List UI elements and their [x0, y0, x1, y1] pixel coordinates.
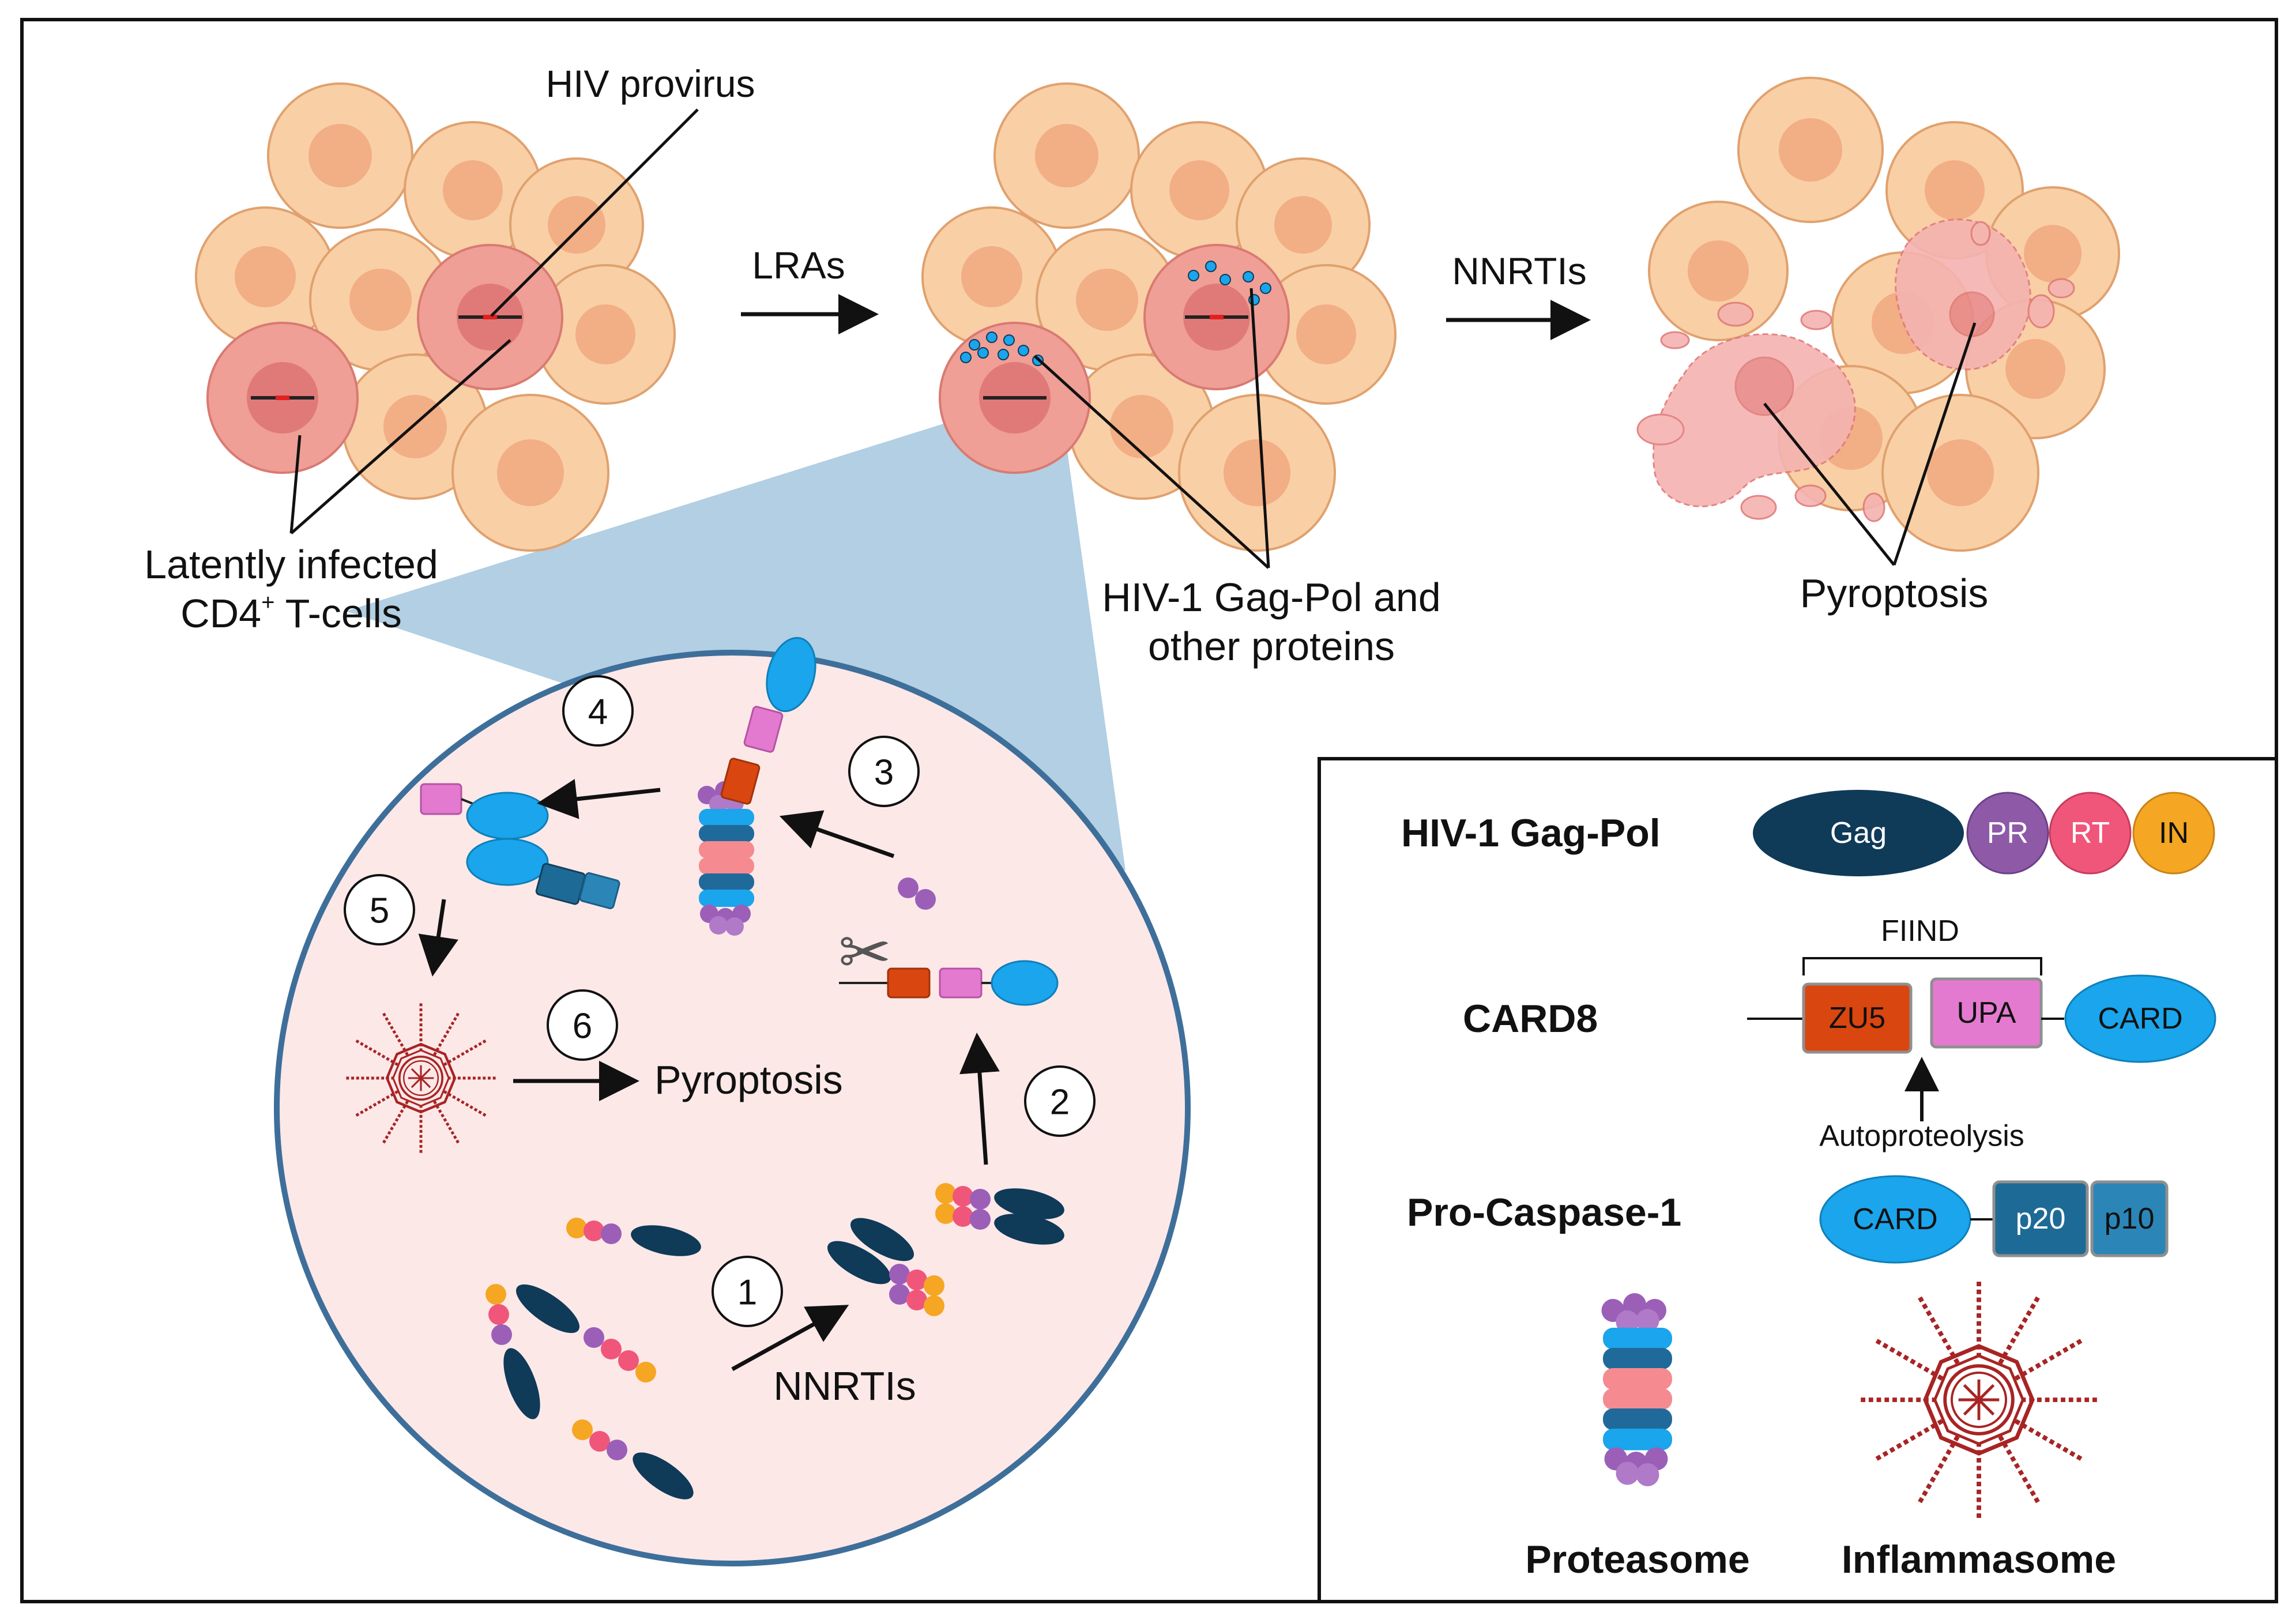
callout-lines-latent — [289, 108, 699, 534]
provirus-marks — [251, 315, 522, 400]
label-nnrtis-top: NNRTIs — [1452, 250, 1586, 292]
svg-text:4: 4 — [588, 692, 608, 732]
gagpol-monomers — [485, 1183, 1064, 1500]
svg-text:CARD: CARD — [1853, 1203, 1937, 1236]
label-lras: LRAs — [752, 244, 845, 287]
svg-text:1: 1 — [737, 1273, 757, 1313]
legend-card8-label: CARD8 — [1463, 997, 1598, 1041]
label-gagpol-line2: other proteins — [1148, 624, 1395, 669]
legend-proteasome-label: Proteasome — [1525, 1538, 1749, 1581]
legend-box: HIV-1 Gag-Pol Gag PR RT IN CARD8 FIIND Z… — [1318, 757, 2278, 1603]
svg-text:IN: IN — [2159, 816, 2189, 850]
step-3-badge: 3 — [848, 736, 920, 807]
step-2-badge: 2 — [1024, 1065, 1096, 1137]
step2-cleavage: ✂ — [838, 877, 1059, 1006]
svg-text:CARD: CARD — [2098, 1002, 2182, 1035]
svg-text:3: 3 — [874, 753, 894, 793]
scissors-icon: ✂ — [838, 917, 891, 988]
step-4-badge: 4 — [562, 675, 634, 747]
svg-text:p10: p10 — [2105, 1202, 2155, 1235]
svg-text:PR: PR — [1987, 816, 2028, 850]
svg-text:5: 5 — [370, 891, 389, 931]
legend-procasp-diagram: CARD p20 p10 — [1819, 1175, 2169, 1264]
label-latent-line1: Latently infected — [144, 542, 438, 587]
legend-gagpol-diagram: Gag PR RT IN — [1753, 790, 2215, 876]
label-nnrtis-zoom: NNRTIs — [773, 1363, 916, 1408]
svg-text:Autoproteolysis: Autoproteolysis — [1819, 1119, 2024, 1152]
legend-inflammasome-label: Inflammasome — [1842, 1538, 2116, 1581]
zoom-arrows — [418, 779, 1000, 1372]
cell-cluster-latent — [195, 82, 676, 552]
svg-text:6: 6 — [573, 1007, 592, 1046]
callout-lines-pyroptosis — [1763, 322, 1977, 566]
label-gagpol-line1: HIV-1 Gag-Pol and — [1102, 575, 1441, 620]
step-6-badge: 6 — [547, 989, 618, 1061]
svg-text:2: 2 — [1050, 1083, 1070, 1122]
step4-card8-fragment — [420, 783, 620, 910]
svg-text:UPA: UPA — [1956, 996, 2016, 1030]
label-pyroptosis-zoom: Pyroptosis — [654, 1057, 843, 1102]
step-1-badge: 1 — [712, 1256, 783, 1327]
svg-text:Gag: Gag — [1830, 816, 1887, 850]
step3-proteasome-card8 — [698, 636, 816, 936]
label-pyroptosis-top: Pyroptosis — [1800, 571, 1989, 616]
label-latent-line2: CD4+ T-cells — [180, 590, 402, 636]
svg-text:ZU5: ZU5 — [1829, 1001, 1885, 1035]
legend-gagpol-label: HIV-1 Gag-Pol — [1401, 811, 1661, 855]
provirus-marks-reactivated — [983, 315, 1248, 400]
legend-procasp-label: Pro-Caspase-1 — [1407, 1191, 1681, 1234]
step-5-badge: 5 — [344, 874, 415, 946]
pyroptotic-debris — [1636, 219, 2075, 522]
callout-lines-gagpol — [1034, 288, 1270, 569]
svg-text:RT: RT — [2071, 816, 2110, 850]
label-hiv-provirus: HIV provirus — [545, 62, 755, 105]
svg-text:FIIND: FIIND — [1881, 914, 1959, 948]
svg-text:p20: p20 — [2016, 1202, 2066, 1235]
legend-card8-diagram: FIIND ZU5 UPA CARD Autoproteolysis — [1747, 914, 2216, 1152]
